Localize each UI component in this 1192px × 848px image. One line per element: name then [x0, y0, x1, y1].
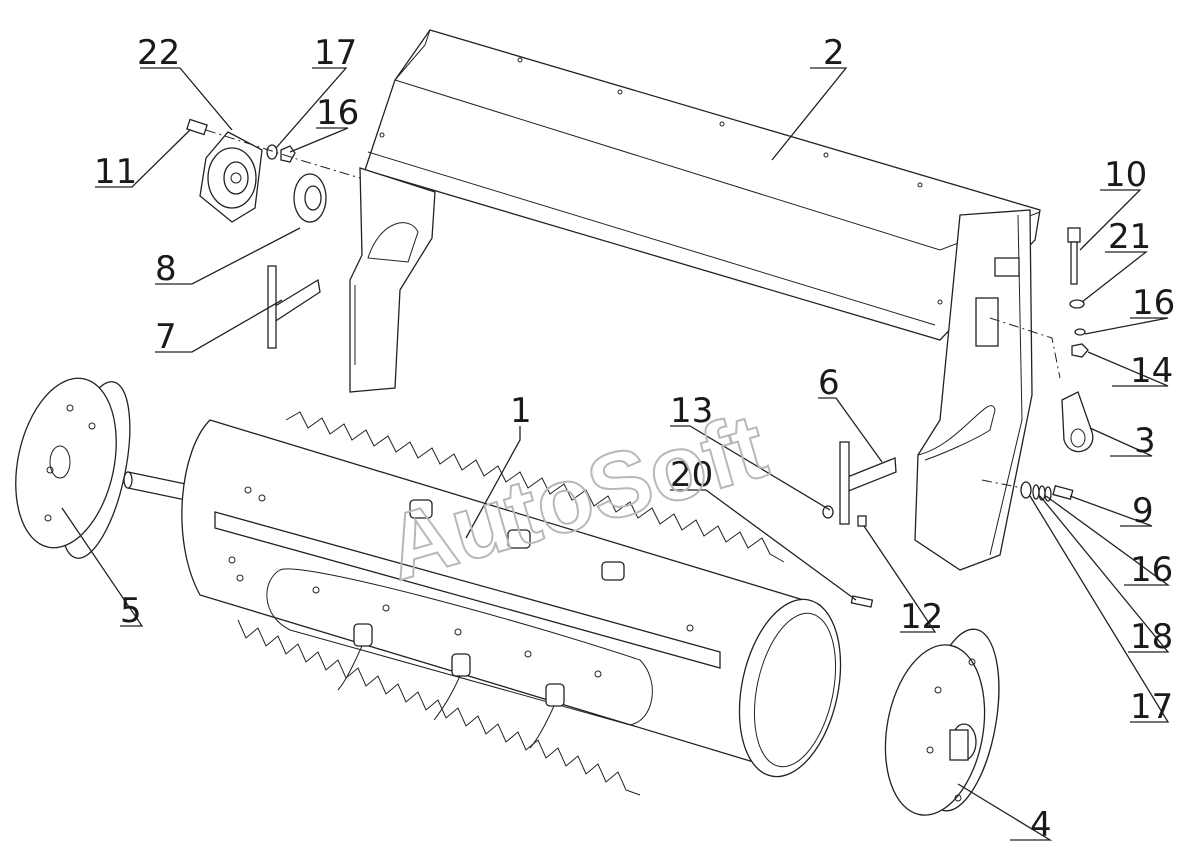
part-9-bolt	[1052, 485, 1074, 500]
assembly-axis-right-lower	[981, 479, 1023, 489]
label-18: 17	[1130, 687, 1173, 727]
part-16-19-18-washers	[1020, 481, 1052, 502]
label-22: 22	[137, 33, 180, 73]
part-6-strip	[839, 441, 897, 525]
label-17: 17	[314, 33, 357, 73]
label-14: 14	[1130, 351, 1173, 391]
part-labels: 22 17 16 11 2 10 21 16 14 3 9 16 18 17 8…	[94, 33, 1175, 845]
part-13-nut	[822, 505, 834, 519]
label-7: 7	[155, 317, 177, 357]
label-2: 2	[823, 33, 845, 73]
label-8: 8	[155, 249, 177, 289]
part-3-bracket	[1061, 391, 1094, 453]
label-13: 13	[670, 391, 713, 431]
label-6: 6	[818, 363, 840, 403]
part-10-long-bolt	[1067, 227, 1081, 285]
part-1-drum	[123, 411, 842, 796]
part-11-bolt	[186, 118, 208, 136]
part-17-washer	[266, 144, 278, 160]
part-16-washer-top	[1074, 328, 1086, 336]
label-12: 12	[900, 597, 943, 637]
assembly-axis-left	[205, 129, 361, 179]
label-20: 21	[1108, 217, 1151, 257]
part-7-strip	[267, 265, 321, 349]
part-8-seal	[293, 173, 327, 223]
label-16-bottom: 16	[1130, 550, 1173, 590]
part-21-key	[850, 595, 874, 608]
label-9: 9	[1132, 491, 1154, 531]
label-5: 5	[120, 591, 142, 631]
label-1: 1	[510, 391, 532, 431]
label-19: 18	[1130, 617, 1173, 657]
label-11: 11	[94, 152, 137, 192]
part-5-left-disc	[15, 377, 131, 559]
part-12-bolt	[857, 515, 867, 527]
label-15: 16	[316, 93, 359, 133]
label-3: 3	[1134, 421, 1156, 461]
label-21: 20	[670, 455, 713, 495]
part-22-bearing-housing	[199, 131, 263, 223]
part-14-nut	[1071, 343, 1089, 358]
part-20-washers	[1069, 299, 1085, 309]
part-2-housing	[349, 29, 1041, 571]
part-4-right-disc	[884, 628, 1000, 816]
leader-lines	[61, 67, 1170, 841]
part-15-nut	[280, 145, 296, 163]
label-16-top: 16	[1132, 283, 1175, 323]
assembly-axis-right	[989, 317, 1061, 379]
label-4: 4	[1030, 805, 1052, 845]
label-10: 10	[1104, 155, 1147, 195]
